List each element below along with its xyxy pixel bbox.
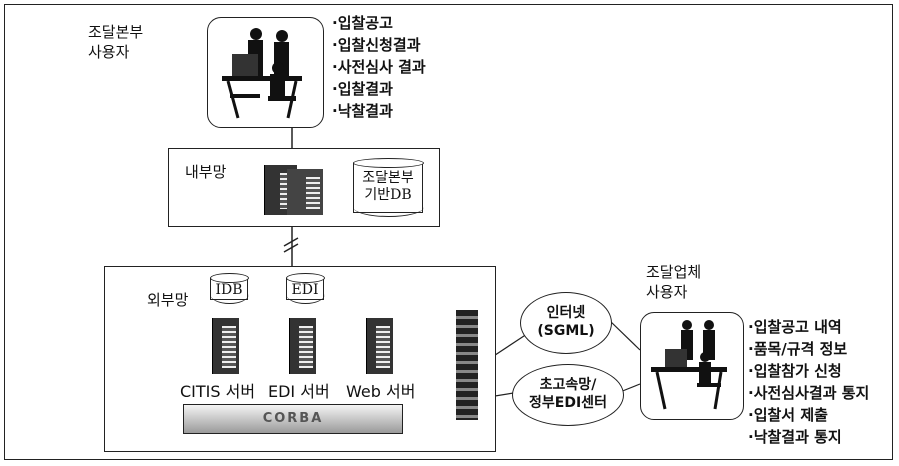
vendor-items-list: ·입찰공고 내역 ·품목/규격 정보 ·입찰참가 신청 ·사전심사결과 통지 ·… [748,316,869,448]
edi-server-label: EDI 서버 [268,382,330,401]
procurement-db-icon: 조달본부 기반DB [352,158,424,217]
internet-cloud-label: 인터넷 (SGML) [520,304,612,340]
procurement-item: ·사전심사 결과 [332,58,426,76]
procurement-item: ·입찰공고 [332,14,393,32]
highspeed-cloud [512,364,624,426]
internal-network-box: 내부망 조달본부 기반DB [168,148,440,227]
idb-label: IDB [215,282,243,298]
procurement-user-label: 조달본부 사용자 [88,22,143,62]
citis-server-label: CITIS 서버 [180,382,256,401]
vendor-user-label-line1: 조달업체 [646,263,702,281]
firewall-icon [456,310,478,420]
procurement-db-label-line2: 기반DB [364,187,412,203]
procurement-user-label-line2: 사용자 [88,43,130,61]
procurement-item: ·입찰신청결과 [332,36,421,54]
procurement-db-label-line1: 조달본부 [362,170,414,186]
edi-database-icon: EDI [285,273,325,304]
procurement-users-illustration [222,28,302,119]
vendor-users-illustration [651,320,727,410]
vendor-user-label-line2: 사용자 [646,283,688,301]
idb-database-icon: IDB [209,273,249,304]
internal-server-icon [287,169,323,215]
internet-cloud [520,292,612,354]
corba-bus: CORBA [183,404,403,434]
vendor-user-label: 조달업체 사용자 [646,262,701,302]
citis-server-icon [205,318,239,374]
procurement-items-list: ·입찰공고 ·입찰신청결과 ·사전심사 결과 ·입찰결과 ·낙찰결과 [332,12,426,122]
internal-network-label: 내부망 [185,163,227,181]
vendor-item: ·낙찰결과 통지 [748,428,842,446]
vendor-item: ·사전심사결과 통지 [748,384,870,402]
external-network-label: 외부망 [147,291,189,309]
vendor-user-box [640,312,744,420]
vendor-item: ·품목/규격 정보 [748,340,848,358]
vendor-item: ·입찰참가 신청 [748,362,842,380]
procurement-user-label-line1: 조달본부 [88,23,144,41]
internet-label-line2: (SGML) [537,323,595,339]
vendor-item: ·입찰공고 내역 [748,318,842,336]
highspeed-label-line2: 정부EDI센터 [529,395,607,411]
internet-label-line1: 인터넷 [546,305,586,321]
highspeed-cloud-label: 초고속망/ 정부EDI센터 [512,376,624,412]
edi-server-icon [282,318,316,374]
procurement-item: ·낙찰결과 [332,102,393,120]
corba-label: CORBA [262,411,324,426]
diagram-frame [4,4,893,460]
highspeed-label-line1: 초고속망/ [539,377,597,393]
web-server-icon [359,318,393,374]
web-server-label: Web 서버 [346,382,416,401]
procurement-item: ·입찰결과 [332,80,393,98]
vendor-item: ·입찰서 제출 [748,406,828,424]
edi-label: EDI [291,282,319,298]
procurement-user-box [207,17,324,128]
